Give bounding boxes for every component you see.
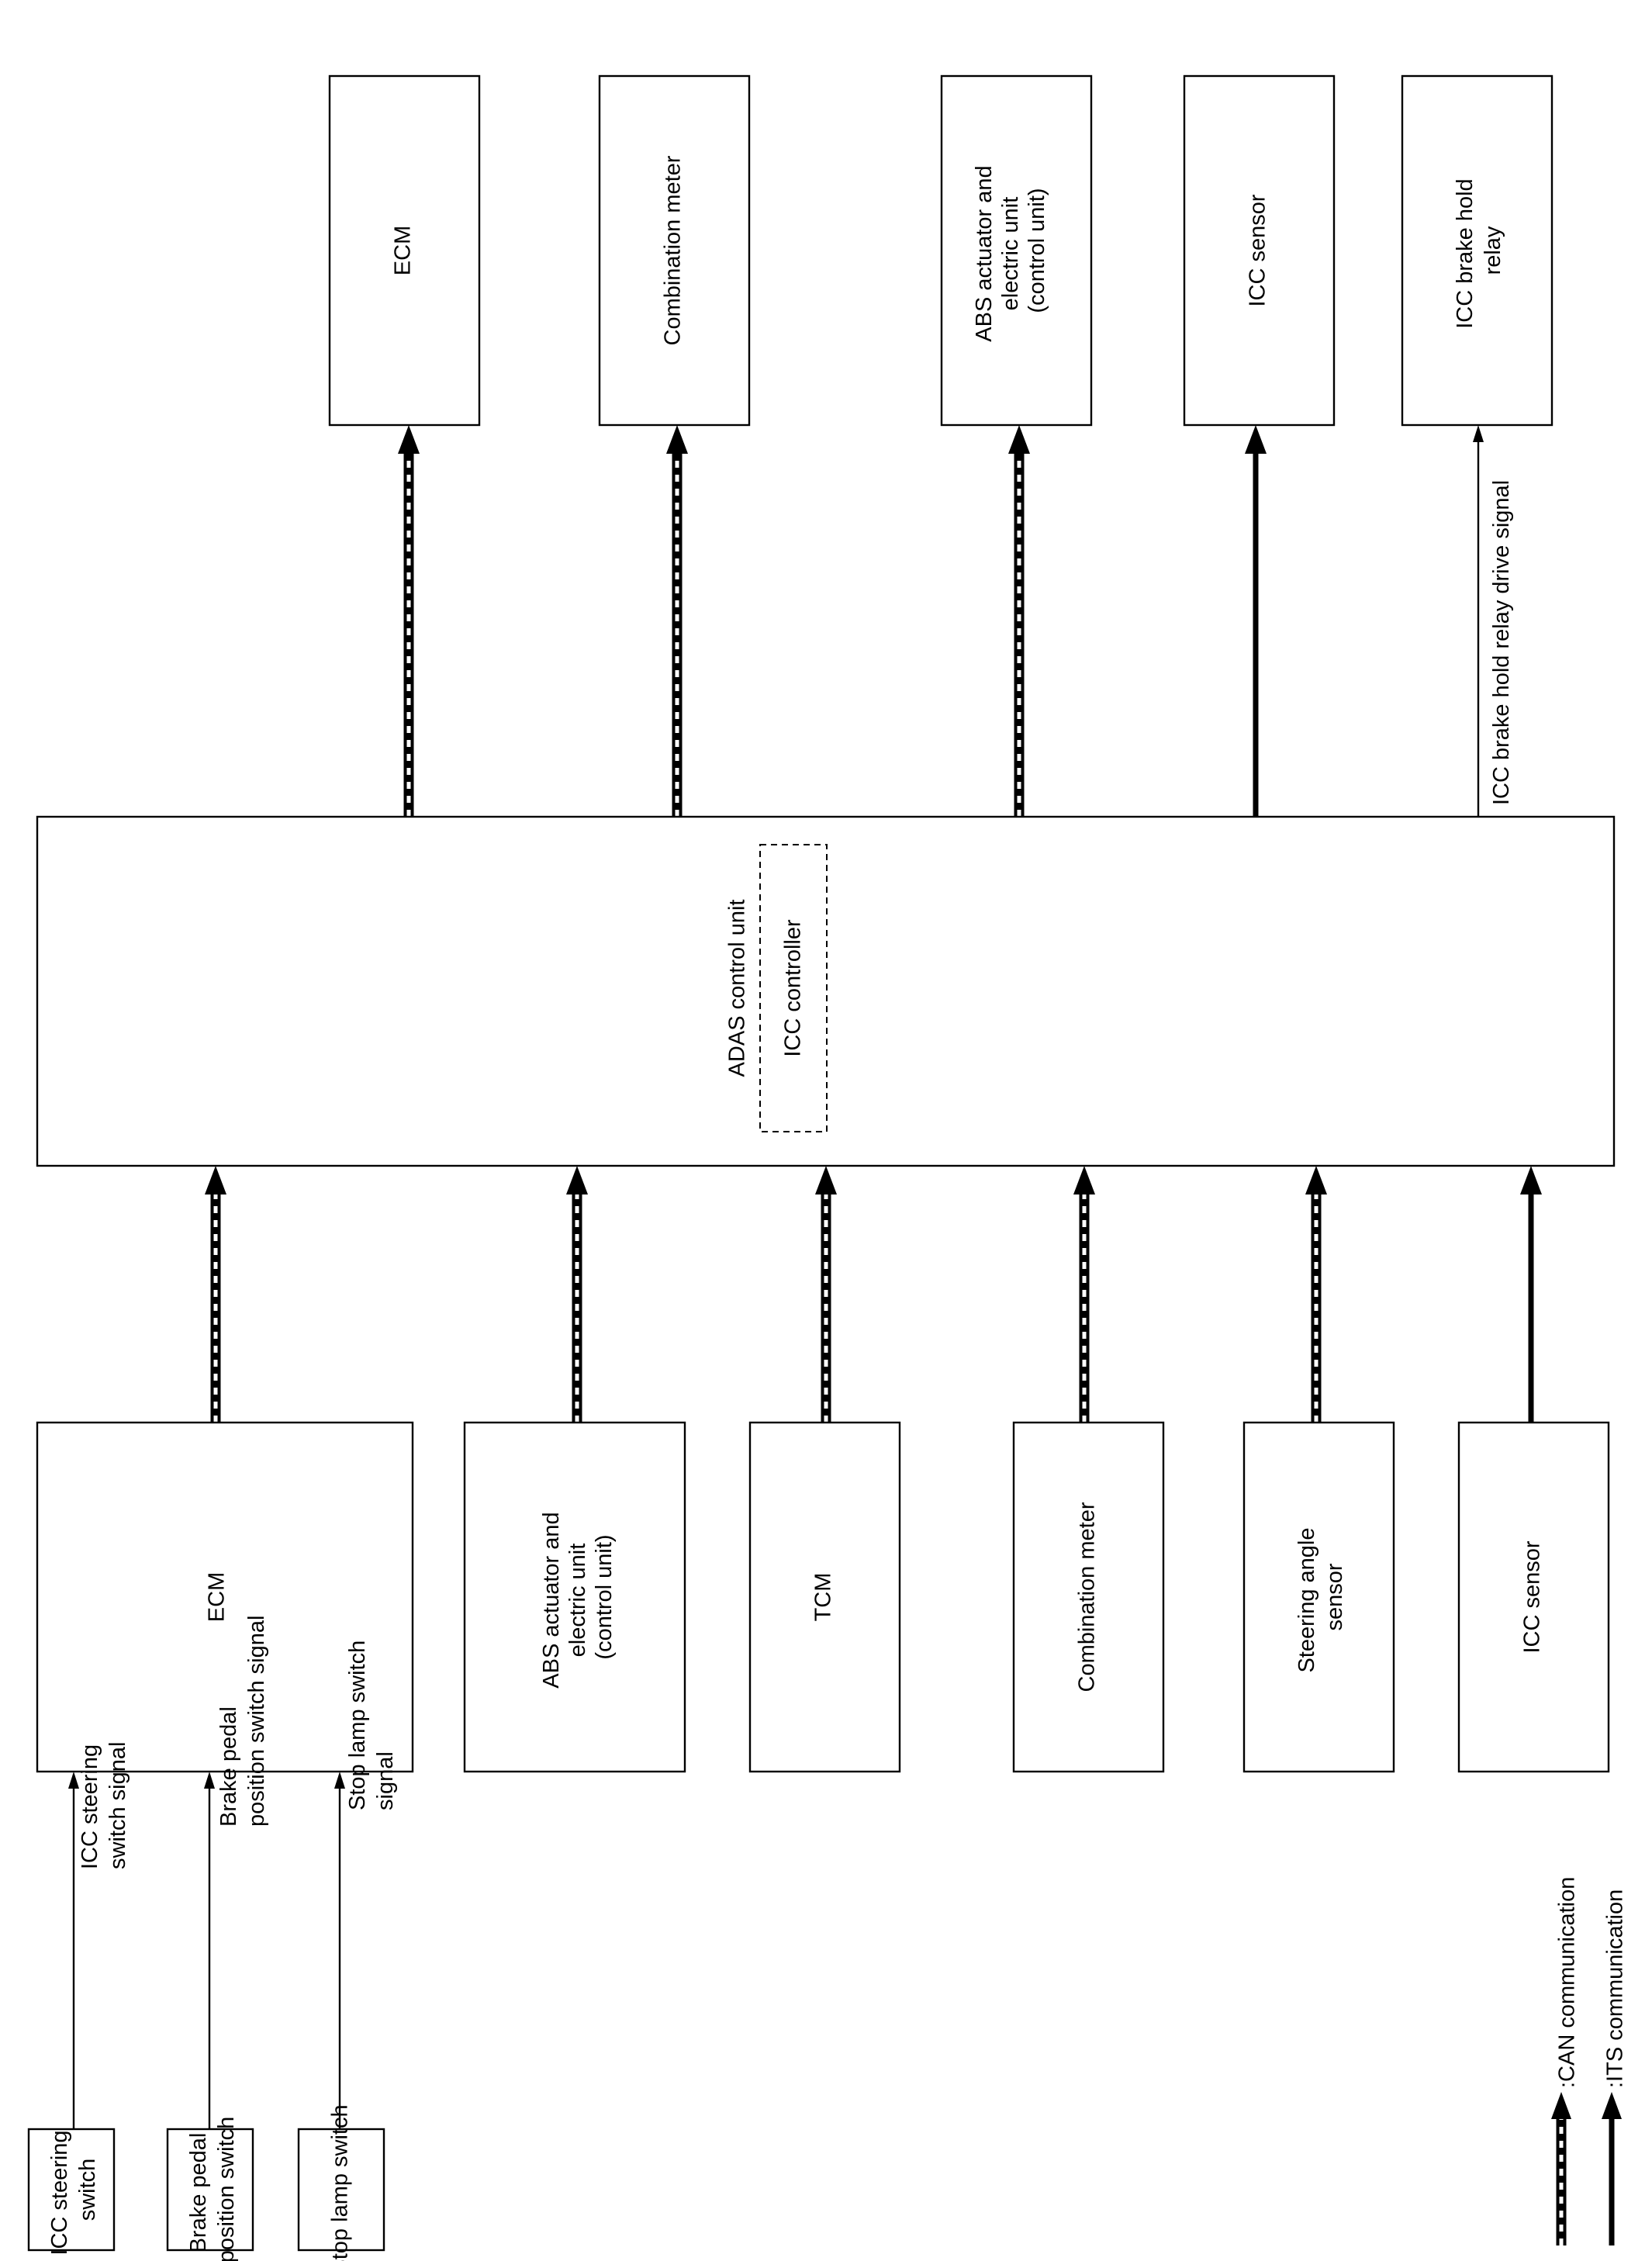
abs-input-label: ABS actuator and electric unit (control … <box>539 1506 617 1688</box>
abs-output-label-line2: electric unit <box>998 197 1023 311</box>
can-line-to-abs <box>1008 425 1030 817</box>
legend-its-arrow <box>1602 2092 1622 2245</box>
icc-steering-switch-line2: switch <box>75 2159 100 2221</box>
tcm-input-label: TCM <box>811 1573 836 1622</box>
legend-can-arrow <box>1551 2092 1571 2245</box>
abs-input-box <box>463 1421 686 1773</box>
brake-hold-relay-label-line2: relay <box>1481 226 1505 275</box>
adas-control-unit-box <box>36 815 1616 1167</box>
icc-steering-switch-line1: ICC steering <box>47 2130 72 2255</box>
brake-pedal-signal-line2: position switch signal <box>244 1616 269 1827</box>
its-line-from-icc-sensor <box>1520 1166 1542 1423</box>
can-line-from-ecm <box>205 1166 226 1423</box>
ecm-input-label: ECM <box>205 1572 230 1622</box>
brake-pedal-signal-line <box>204 1772 215 2129</box>
stop-lamp-switch-label: Stop lamp switch <box>328 2104 353 2261</box>
can-line-from-abs <box>566 1166 588 1423</box>
brake-pedal-switch-line1: Brake pedal <box>186 2133 211 2253</box>
steering-angle-sensor-label: Steering angle sensor <box>1294 1521 1347 1672</box>
combination-meter-input-box <box>1012 1421 1165 1773</box>
steering-angle-sensor-label-line2: sensor <box>1322 1563 1347 1630</box>
legend-its-label: :ITS communication <box>1603 1889 1628 2088</box>
abs-output-label: ABS actuator and electric unit (control … <box>972 159 1049 341</box>
icc-steering-switch-box <box>27 2128 116 2252</box>
brake-hold-relay-label: ICC brake hold relay <box>1453 172 1505 329</box>
relay-drive-line <box>1473 425 1484 817</box>
abs-output-label-line3: (control unit) <box>1025 188 1049 313</box>
brake-hold-relay-label-line1: ICC brake hold <box>1453 178 1477 328</box>
can-line-to-ecm <box>398 425 420 817</box>
adas-control-unit-label: ADAS control unit <box>725 900 750 1077</box>
stop-lamp-signal-line2: signal <box>373 1751 398 1810</box>
combination-meter-output-box <box>598 74 751 427</box>
its-line-to-icc-sensor <box>1245 425 1267 817</box>
abs-input-label-line2: electric unit <box>565 1544 590 1658</box>
icc-sensor-input-box <box>1457 1421 1610 1773</box>
icc-controller-box <box>759 844 828 1132</box>
icc-steering-signal-label: ICC steering switch signal <box>78 1738 130 1869</box>
ecm-input-box <box>36 1421 414 1773</box>
abs-input-label-line3: (control unit) <box>592 1534 617 1659</box>
icc-controller-label: ICC controller <box>781 919 806 1057</box>
stop-lamp-signal-line1: Stop lamp switch <box>345 1640 370 1810</box>
brake-pedal-switch-line2: position switch <box>214 2117 239 2261</box>
ecm-output-label: ECM <box>391 226 416 275</box>
icc-sensor-output-box <box>1183 74 1336 427</box>
steering-angle-sensor-label-line1: Steering angle <box>1294 1528 1319 1673</box>
icc-steering-switch-label: ICC steering switch <box>47 2124 100 2255</box>
icc-sensor-output-label: ICC sensor <box>1246 194 1270 306</box>
stop-lamp-signal-label: Stop lamp switch signal <box>345 1634 398 1810</box>
ecm-output-box <box>328 74 481 427</box>
stop-lamp-signal-line <box>334 1772 345 2129</box>
brake-pedal-switch-label: Brake pedal position switch <box>186 2117 239 2261</box>
brake-pedal-switch-box <box>166 2128 254 2252</box>
abs-output-label-line1: ABS actuator and <box>972 165 997 341</box>
brake-hold-signal-label: ICC brake hold relay drive signal <box>1489 480 1514 805</box>
can-line-from-steering-angle <box>1305 1166 1327 1423</box>
icc-steering-signal-line2: switch signal <box>105 1742 130 1869</box>
combination-meter-input-label: Combination meter <box>1075 1502 1100 1692</box>
abs-input-label-line1: ABS actuator and <box>539 1512 564 1688</box>
brake-pedal-signal-line1: Brake pedal <box>216 1706 241 1827</box>
can-line-to-combination-meter <box>666 425 688 817</box>
icc-steering-signal-line <box>68 1772 79 2129</box>
legend-can-label: :CAN communication <box>1555 1877 1580 2088</box>
can-line-from-combination-meter <box>1073 1166 1095 1423</box>
combination-meter-output-label: Combination meter <box>661 155 686 345</box>
can-line-from-tcm <box>815 1166 837 1423</box>
brake-hold-relay-box <box>1401 74 1554 427</box>
stop-lamp-switch-box <box>297 2128 385 2252</box>
tcm-input-box <box>748 1421 901 1773</box>
icc-steering-signal-line1: ICC steering <box>78 1744 102 1869</box>
brake-pedal-signal-label: Brake pedal position switch signal <box>216 1616 269 1827</box>
abs-output-box <box>940 74 1093 427</box>
steering-angle-sensor-box <box>1242 1421 1395 1773</box>
icc-sensor-input-label: ICC sensor <box>1520 1540 1545 1653</box>
